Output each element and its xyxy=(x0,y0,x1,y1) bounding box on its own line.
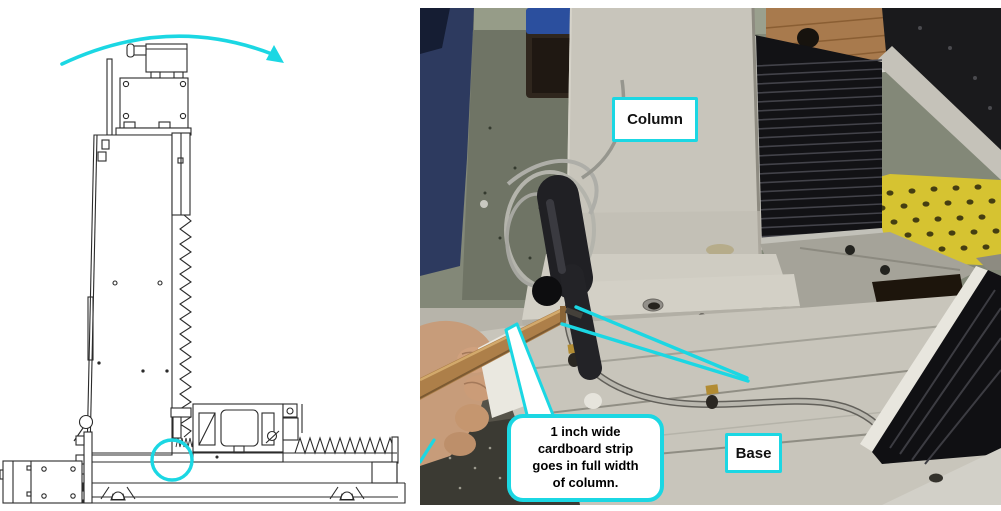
ballscrew-zigzag xyxy=(178,214,192,438)
saddle-assembly xyxy=(192,403,303,463)
base-outline xyxy=(82,452,406,504)
callout-bubble: 1 inch wide cardboard strip goes in full… xyxy=(507,414,664,502)
column-outline xyxy=(86,132,191,456)
callout-line: of column. xyxy=(552,474,619,490)
callout-line: 1 inch wide xyxy=(550,424,621,440)
column-bellows xyxy=(750,34,884,250)
limit-rail xyxy=(106,58,113,136)
column-label-text: Column xyxy=(627,111,683,128)
angled-way-cover xyxy=(860,254,1001,505)
cardboard-strip xyxy=(420,306,584,400)
gap-annotation-lines xyxy=(420,305,750,464)
callout-line: cardboard strip xyxy=(537,441,634,457)
handle-grip-and-cable xyxy=(504,79,626,380)
x-axis-motor xyxy=(0,460,83,504)
callout-line: goes in full width xyxy=(532,458,639,473)
base-label: Base xyxy=(725,433,782,473)
base-label-text: Base xyxy=(735,444,772,462)
machine-side-view-diagram xyxy=(0,34,406,504)
z-axis-motor xyxy=(126,43,188,79)
technician-arm xyxy=(420,8,474,276)
gray-rail-edge xyxy=(875,46,1001,180)
junction-highlight-circle-icon xyxy=(150,438,194,482)
column-label: Column xyxy=(612,97,698,142)
spindle-head xyxy=(115,77,192,136)
way-cover-bellows xyxy=(294,436,399,464)
dark-corner-machinery xyxy=(882,8,1001,158)
tilt-arc-arrow-icon xyxy=(60,34,284,66)
